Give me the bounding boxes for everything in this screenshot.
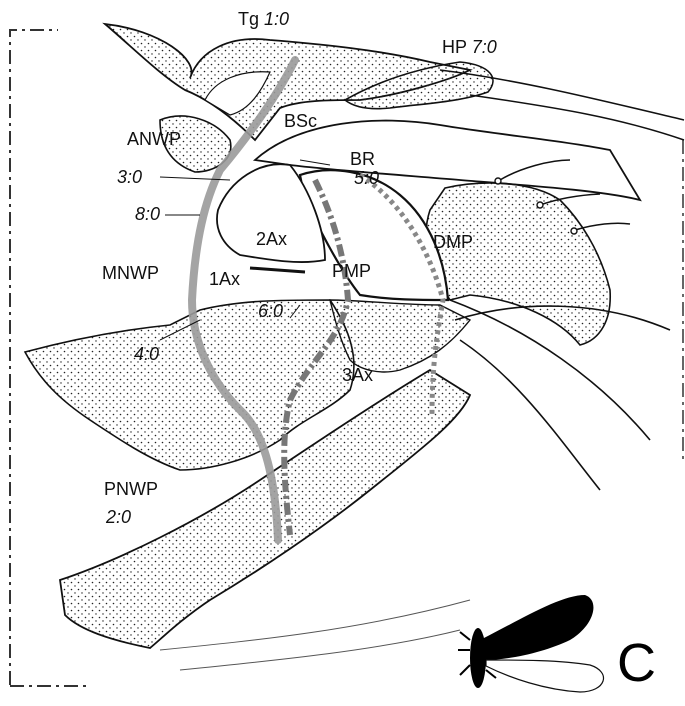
insect-silhouette-icon bbox=[458, 595, 603, 692]
label-pnwp: PNWP bbox=[104, 480, 158, 498]
label-hp: HP 7:0 bbox=[442, 38, 497, 56]
label-code-5-0: 5:0 bbox=[354, 169, 379, 187]
label-bsc: BSc bbox=[284, 112, 317, 130]
bristle-socket-2 bbox=[537, 202, 543, 208]
third-axillary-region bbox=[330, 300, 470, 372]
label-code-6-0: 6:0 bbox=[258, 302, 283, 320]
label-pmp: PMP bbox=[332, 262, 371, 280]
bristle-socket-1 bbox=[495, 178, 501, 184]
label-1ax: 1Ax bbox=[209, 270, 240, 288]
label-dmp: DMP bbox=[433, 233, 473, 251]
label-3ax: 3Ax bbox=[342, 366, 373, 384]
first-axillary-bar bbox=[250, 268, 305, 272]
label-code-2-0: 2:0 bbox=[106, 508, 131, 526]
label-mnwp: MNWP bbox=[102, 264, 159, 282]
label-anwp: ANWP bbox=[127, 130, 181, 148]
panel-letter: C bbox=[617, 636, 656, 690]
label-code-8-0: 8:0 bbox=[135, 205, 160, 223]
label-br: BR bbox=[350, 150, 375, 168]
label-2ax: 2Ax bbox=[256, 230, 287, 248]
label-tg: Tg 1:0 bbox=[238, 10, 289, 28]
label-code-4-0: 4:0 bbox=[134, 345, 159, 363]
bristle-socket-3 bbox=[571, 228, 577, 234]
label-code-3-0: 3:0 bbox=[117, 168, 142, 186]
wing-membrane-right bbox=[450, 300, 670, 490]
axillary-membrane-folds bbox=[160, 600, 470, 670]
